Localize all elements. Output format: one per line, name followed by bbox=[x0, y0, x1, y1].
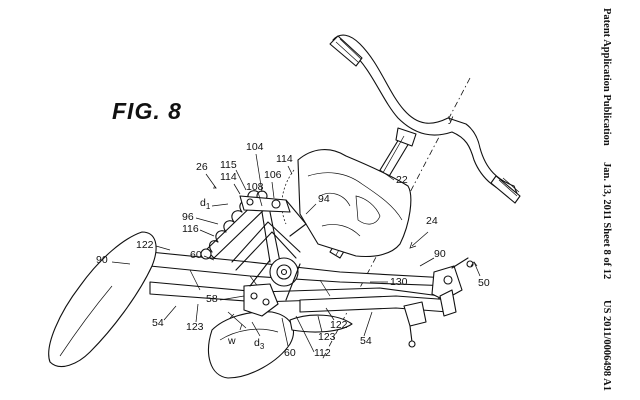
label-54-left: 54 bbox=[152, 317, 164, 329]
label-94: 94 bbox=[318, 193, 330, 205]
rear-frame-right bbox=[299, 295, 453, 348]
left-ski bbox=[48, 231, 157, 367]
label-115: 115 bbox=[220, 159, 237, 171]
label-d1-sub: 1 bbox=[206, 202, 211, 211]
upper-linkage bbox=[239, 195, 307, 263]
label-26: 26 bbox=[196, 161, 208, 173]
label-96: 96 bbox=[182, 211, 194, 223]
hub-assembly bbox=[243, 257, 301, 317]
label-104: 104 bbox=[246, 141, 264, 153]
label-114-left: 114 bbox=[220, 171, 237, 183]
figure-title: FIG. 8 bbox=[112, 98, 182, 124]
label-50: 50 bbox=[478, 277, 490, 289]
label-y: y bbox=[448, 113, 454, 125]
label-90-right: 90 bbox=[434, 248, 446, 260]
label-w: w bbox=[227, 335, 236, 347]
label-24: 24 bbox=[426, 215, 438, 227]
label-122-left: 122 bbox=[136, 239, 154, 251]
right-grip bbox=[490, 175, 521, 204]
label-116: 116 bbox=[182, 223, 199, 235]
label-106: 106 bbox=[264, 169, 282, 181]
label-114-top: 114 bbox=[276, 153, 293, 165]
lower-skid bbox=[208, 311, 353, 379]
reference-labels: 26 104 114 115 114 106 108 94 22 y 24 9 bbox=[96, 113, 490, 359]
cover-outline-114 bbox=[281, 169, 295, 225]
seat-body bbox=[297, 149, 412, 258]
dimension-marks bbox=[227, 311, 261, 337]
label-122-right: 122 bbox=[330, 319, 348, 331]
handlebar bbox=[329, 34, 521, 204]
label-60-left: 60 bbox=[190, 249, 202, 261]
label-d3-main: d bbox=[254, 337, 260, 349]
label-112: 112 bbox=[314, 347, 331, 359]
label-22: 22 bbox=[396, 174, 408, 186]
label-123-left: 123 bbox=[186, 321, 204, 333]
label-108: 108 bbox=[246, 181, 264, 193]
label-130: 130 bbox=[390, 276, 408, 288]
label-54-right: 54 bbox=[360, 335, 372, 347]
label-d3-sub: 3 bbox=[260, 342, 265, 351]
label-d3: d3 bbox=[254, 337, 265, 351]
label-60-bottom: 60 bbox=[284, 347, 296, 359]
label-90-left: 90 bbox=[96, 254, 108, 266]
label-123-right: 123 bbox=[318, 331, 336, 343]
label-d1: d1 bbox=[200, 197, 211, 211]
label-d1-main: d bbox=[200, 197, 206, 209]
label-58: 58 bbox=[206, 293, 218, 305]
